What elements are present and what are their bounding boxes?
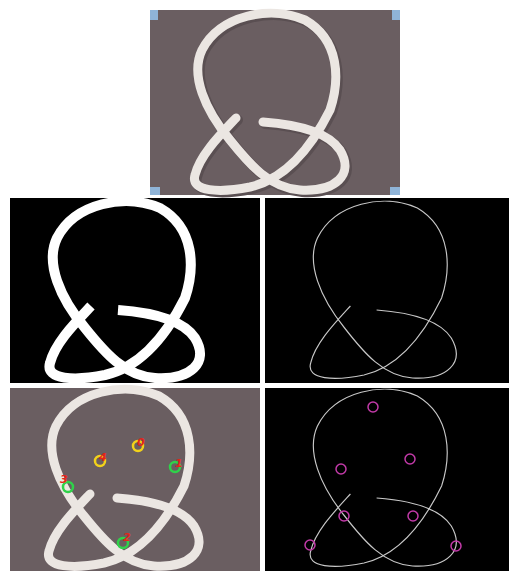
callout-number: 1 bbox=[175, 458, 183, 469]
skeleton-points bbox=[265, 388, 509, 571]
rope-photo bbox=[150, 10, 400, 195]
annotated-photo bbox=[10, 388, 260, 571]
binary-mask bbox=[10, 198, 260, 383]
callout-number: 2 bbox=[123, 532, 131, 543]
callout-number: 4 bbox=[99, 452, 107, 463]
skeleton-image bbox=[265, 198, 509, 383]
callout-number: 0 bbox=[137, 437, 145, 448]
callout-number: 3 bbox=[60, 474, 68, 485]
